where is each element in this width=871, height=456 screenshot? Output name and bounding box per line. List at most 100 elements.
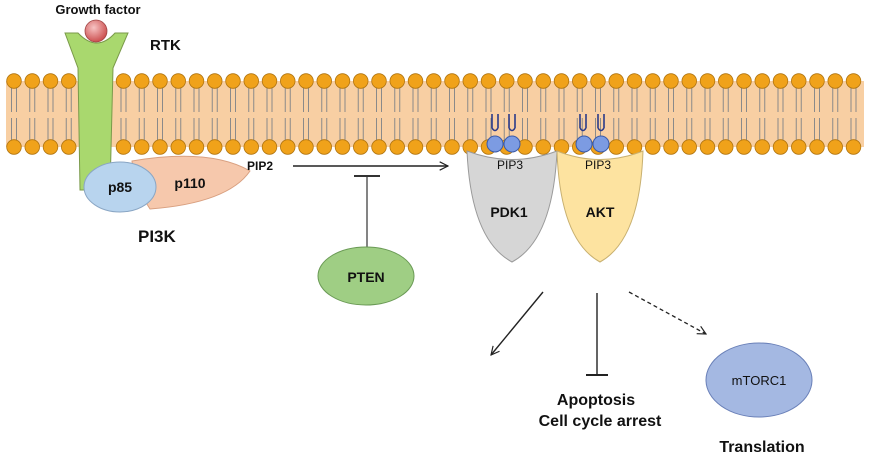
lipid-head <box>389 139 405 155</box>
lipid-head <box>444 139 460 155</box>
lipid-head <box>152 139 168 155</box>
lipid-head <box>809 139 825 155</box>
lipid-head <box>736 73 752 89</box>
lipid-tail <box>65 118 72 142</box>
lipid-tail <box>357 118 364 142</box>
lipid-head <box>845 73 862 89</box>
lipid-tail <box>759 88 766 112</box>
rtk-label: RTK <box>150 37 181 54</box>
lipid-tail <box>157 118 163 142</box>
lipid-tail <box>722 118 729 142</box>
lipid-head <box>407 139 424 155</box>
lipid-tail <box>814 88 820 112</box>
lipid-tail <box>157 88 163 112</box>
lipid-tail <box>485 88 492 112</box>
lipid-head <box>572 73 588 89</box>
lipid-tail <box>412 118 419 142</box>
lipid-tail <box>576 88 583 112</box>
lipid-tail <box>795 88 802 112</box>
lipid-head <box>754 73 770 89</box>
lipid-head <box>663 139 679 155</box>
lipid-tail <box>449 88 455 112</box>
lipid-tail <box>412 88 419 112</box>
lipid-tail <box>211 88 218 112</box>
growth-factor-label: Growth factor <box>55 2 140 17</box>
lipid-tail <box>741 118 747 142</box>
pdk1-label: PDK1 <box>490 204 528 220</box>
pip3-tail <box>508 114 516 132</box>
lipid-head <box>754 139 770 155</box>
lipid-tail <box>193 88 200 112</box>
lipid-tail <box>686 118 693 142</box>
lipid-tail <box>376 88 382 112</box>
lipid-head <box>61 139 77 155</box>
lipid-tail <box>230 88 236 112</box>
lipid-head <box>353 73 369 89</box>
lipid-head <box>152 73 168 89</box>
lipid-head <box>499 73 515 89</box>
lipid-tail <box>430 118 437 142</box>
lipid-head <box>115 139 132 155</box>
lipid-tail <box>284 88 291 112</box>
lipid-tail <box>321 88 328 112</box>
lipid-head <box>334 139 351 155</box>
lipid-head <box>681 73 697 89</box>
lipid-head <box>645 139 661 155</box>
lipid-head <box>188 139 205 155</box>
lipid-tail <box>284 118 291 142</box>
mtorc1-label: mTORC1 <box>732 373 787 388</box>
lipid-tail <box>120 88 127 112</box>
lipid-tail <box>613 118 620 142</box>
p110-label: p110 <box>174 175 205 191</box>
lipid-tail <box>339 118 346 142</box>
membrane-body <box>6 81 864 147</box>
lipid-head <box>134 73 150 89</box>
lipid-head <box>6 73 22 89</box>
lipid-tail <box>704 88 711 112</box>
lipid-head <box>699 73 716 89</box>
pten-label: PTEN <box>347 269 384 285</box>
lipid-head <box>170 73 186 89</box>
lipid-tail <box>558 118 565 142</box>
lipid-tail <box>832 88 839 112</box>
lipid-head <box>426 139 442 155</box>
lipid-tail <box>558 88 565 112</box>
lipid-head <box>225 73 241 89</box>
pip3-tail <box>579 114 587 132</box>
lipid-head <box>334 73 351 89</box>
lipid-head <box>736 139 752 155</box>
lipid-head <box>261 73 278 89</box>
lipid-tail <box>595 88 601 112</box>
lipid-head <box>535 139 551 155</box>
lipid-head <box>845 139 862 155</box>
lipid-head <box>791 139 807 155</box>
lipid-head <box>480 73 497 89</box>
pten-enzyme <box>317 246 415 306</box>
lipid-head <box>626 73 643 89</box>
lipid-tail <box>321 118 328 142</box>
lipid-tail <box>65 88 72 112</box>
lipid-tail <box>394 118 401 142</box>
lipid-tail <box>11 88 17 112</box>
lipid-tail <box>522 118 528 142</box>
lipid-tail <box>175 88 182 112</box>
mtorc1-complex <box>705 342 813 418</box>
lipid-tail <box>722 88 729 112</box>
lipid-tail <box>394 88 401 112</box>
growth-factor-ligand <box>84 19 108 43</box>
lipid-head <box>718 73 734 89</box>
lipid-head <box>298 73 314 89</box>
lipid-tail <box>248 88 255 112</box>
pip3-head <box>486 135 504 153</box>
lipid-head <box>24 73 40 89</box>
lipid-head <box>535 73 551 89</box>
lipid-head <box>280 73 296 89</box>
lipid-tail <box>631 118 638 142</box>
lipid-head <box>407 73 424 89</box>
lipid-tail <box>120 118 127 142</box>
pip3-akt-label: PIP3 <box>585 158 611 172</box>
lipid-head <box>772 73 789 89</box>
lipid-tail <box>832 118 839 142</box>
lipid-head <box>42 139 59 155</box>
p85-label: p85 <box>108 179 132 195</box>
